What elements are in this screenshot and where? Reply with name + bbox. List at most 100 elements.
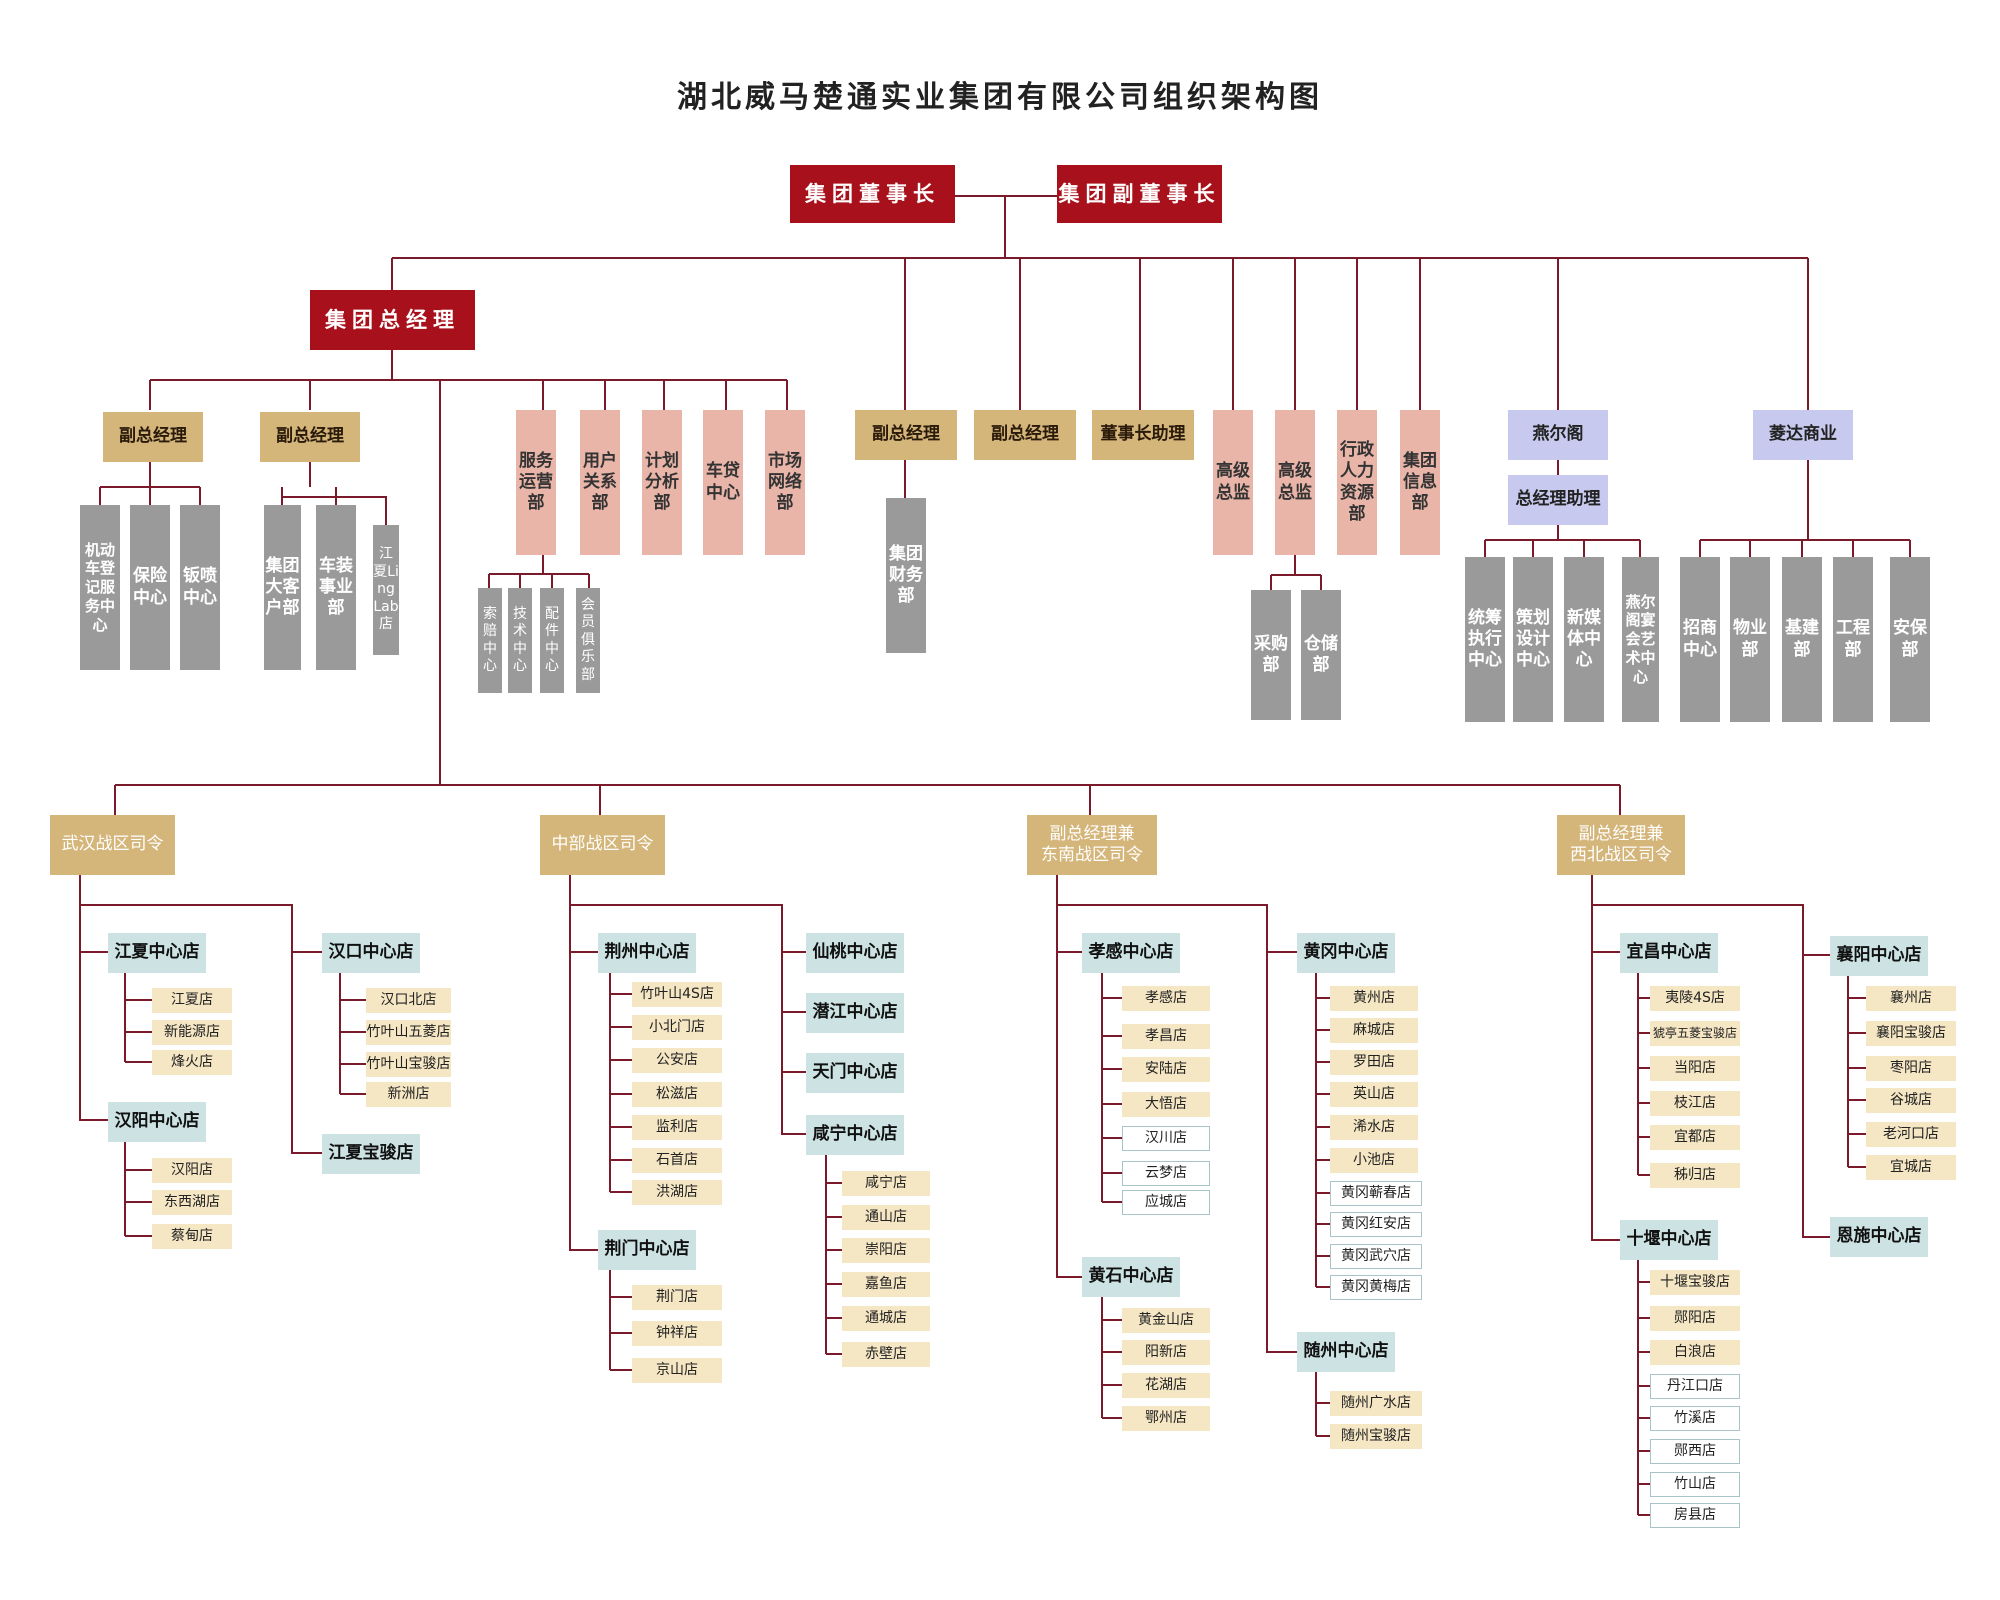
store: 花湖店: [1122, 1373, 1210, 1398]
store: 钟祥店: [632, 1321, 722, 1346]
dept-market: 市场网络部: [765, 410, 805, 555]
center-xianning: 咸宁中心店: [806, 1115, 904, 1155]
store: 猇亭五菱宝骏店: [1650, 1021, 1740, 1046]
store: 麻城店: [1330, 1018, 1418, 1043]
store: 房县店: [1650, 1503, 1740, 1528]
lingda-child-4: 工程部: [1833, 557, 1873, 722]
yanerge-box: 燕尔阁: [1508, 410, 1608, 460]
region-southeast: 副总经理兼 东南战区司令: [1027, 815, 1157, 875]
warehouse-dept: 仓储部: [1301, 590, 1341, 720]
assistant-box: 董事长助理: [1092, 410, 1194, 460]
store: 黄金山店: [1122, 1308, 1210, 1333]
store: 阳新店: [1122, 1340, 1210, 1365]
store: 大悟店: [1122, 1092, 1210, 1117]
info-dept: 集团信息部: [1400, 410, 1440, 555]
store: 竹叶山4S店: [632, 982, 722, 1007]
store: 宜都店: [1650, 1125, 1740, 1150]
store: 黄冈蕲春店: [1330, 1181, 1422, 1206]
store: 枣阳店: [1866, 1056, 1956, 1081]
lingda-child-5: 安保部: [1890, 557, 1930, 722]
store: 浠水店: [1330, 1115, 1418, 1140]
center-jingmen: 荆门中心店: [598, 1230, 696, 1270]
yanerge-assistant-box: 总经理助理: [1508, 475, 1608, 525]
center-xiantao: 仙桃中心店: [806, 933, 904, 973]
store: 当阳店: [1650, 1056, 1740, 1081]
center-xiangyang: 襄阳中心店: [1830, 936, 1928, 976]
store: 应城店: [1122, 1190, 1210, 1215]
general-manager-box: 集团总经理: [310, 290, 475, 350]
store: 新能源店: [152, 1020, 232, 1045]
center-hanyang: 汉阳中心店: [108, 1102, 206, 1142]
dept-car-loan: 车贷中心: [703, 410, 743, 555]
finance-dept: 集团财务部: [886, 498, 926, 653]
store: 黄冈红安店: [1330, 1212, 1422, 1237]
store: 洪湖店: [632, 1180, 722, 1205]
store: 枝江店: [1650, 1091, 1740, 1116]
store: 鄂州店: [1122, 1406, 1210, 1431]
vice-chairman-box: 集团副董事长: [1057, 165, 1222, 223]
yanerge-child-2: 策划设计中心: [1513, 557, 1553, 722]
store: 白浪店: [1650, 1340, 1740, 1365]
director2-box: 高级总监: [1275, 410, 1315, 555]
yanerge-child-3: 新媒体中心: [1564, 557, 1604, 722]
store: 黄州店: [1330, 986, 1418, 1011]
lingda-child-2: 物业部: [1730, 557, 1770, 722]
service-child-4: 会员俱乐部: [576, 588, 600, 693]
center-huanggang: 黄冈中心店: [1297, 933, 1395, 973]
store: 小北门店: [632, 1015, 722, 1040]
vgm1-child-2: 保险中心: [130, 505, 170, 670]
store: 烽火店: [152, 1050, 232, 1075]
vgm4-box: 副总经理: [974, 410, 1076, 460]
center-xiaogan: 孝感中心店: [1082, 933, 1180, 973]
store: 新洲店: [366, 1082, 451, 1107]
purchase-dept: 采购部: [1251, 590, 1291, 720]
service-child-3: 配件中心: [540, 588, 564, 693]
center-shiyan: 十堰中心店: [1620, 1220, 1718, 1260]
store: 汉阳店: [152, 1158, 232, 1183]
region-wuhan: 武汉战区司令: [50, 815, 175, 875]
store: 荆门店: [632, 1285, 722, 1310]
store: 英山店: [1330, 1082, 1418, 1107]
store: 谷城店: [1866, 1088, 1956, 1113]
store: 江夏店: [152, 988, 232, 1013]
store: 宜城店: [1866, 1155, 1956, 1180]
store: 石首店: [632, 1148, 722, 1173]
store: 通山店: [842, 1205, 930, 1230]
store: 松滋店: [632, 1082, 722, 1107]
store: 夷陵4S店: [1650, 986, 1740, 1011]
vgm1-child-3: 钣喷中心: [180, 505, 220, 670]
store: 丹江口店: [1650, 1374, 1740, 1399]
center-qianjiang: 潜江中心店: [806, 993, 904, 1033]
store: 随州宝骏店: [1330, 1424, 1422, 1449]
center-jiangxia: 江夏中心店: [108, 933, 206, 973]
center-jiangxia-baojun: 江夏宝骏店: [322, 1134, 420, 1174]
yanerge-child-4: 燕尔阁宴会艺术中心: [1622, 557, 1659, 722]
center-hankou: 汉口中心店: [322, 933, 420, 973]
store: 随州广水店: [1330, 1391, 1422, 1416]
vgm2-child-3: 江夏Ling Lab店: [373, 525, 399, 655]
vgm2-child-1: 集团大客户部: [264, 505, 301, 670]
store: 汉川店: [1122, 1126, 1210, 1151]
center-yichang: 宜昌中心店: [1620, 933, 1718, 973]
lingda-box: 菱达商业: [1753, 410, 1853, 460]
store: 小池店: [1330, 1148, 1418, 1173]
vgm2-child-2: 车装事业部: [316, 505, 356, 670]
store: 罗田店: [1330, 1050, 1418, 1075]
store: 郧西店: [1650, 1439, 1740, 1464]
store: 通城店: [842, 1306, 930, 1331]
service-child-1: 索赔中心: [478, 588, 502, 693]
store: 京山店: [632, 1358, 722, 1383]
store: 老河口店: [1866, 1122, 1956, 1147]
vgm2-box: 副总经理: [260, 412, 360, 462]
store: 嘉鱼店: [842, 1272, 930, 1297]
store: 十堰宝骏店: [1650, 1270, 1740, 1295]
store: 云梦店: [1122, 1161, 1210, 1186]
center-jingzhou: 荆州中心店: [598, 933, 696, 973]
store: 襄阳宝骏店: [1866, 1021, 1956, 1046]
hr-dept: 行政人力资源部: [1337, 410, 1377, 555]
store: 黄冈武穴店: [1330, 1244, 1422, 1269]
store: 汉口北店: [366, 988, 451, 1013]
store: 竹叶山宝骏店: [366, 1052, 451, 1077]
